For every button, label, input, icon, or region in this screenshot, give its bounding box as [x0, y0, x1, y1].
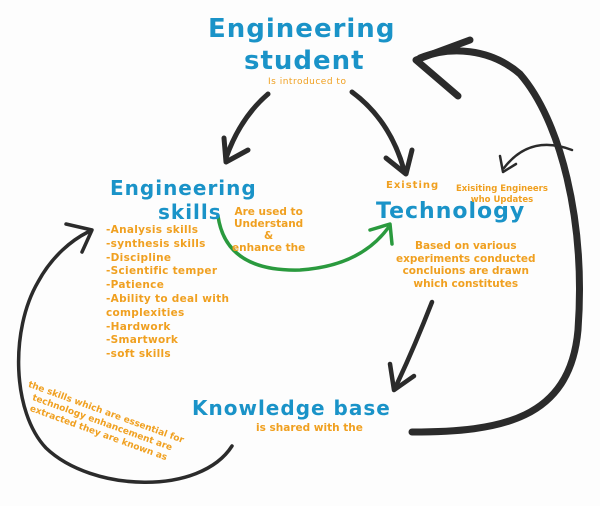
skill-item: -Ability to deal with [106, 292, 230, 305]
label-technology-to-knowledge: Based on various experiments conducted c… [396, 240, 536, 290]
skills-title-line2: skills [158, 200, 222, 224]
arrow-student-to-skills [223, 91, 271, 161]
label-line: Based on various [414, 240, 517, 252]
arrow-engineers-to-technology [502, 143, 574, 170]
skill-item: -Hardwork [106, 320, 171, 333]
skill-item: -Smartwork [106, 334, 179, 347]
skill-item: -Patience [106, 279, 165, 292]
student-title-line1: Engineering [208, 14, 396, 44]
label-line: which constitutes [413, 277, 519, 290]
technology-title: Technology [376, 199, 526, 224]
arrowhead-student-to-skills [221, 135, 251, 165]
label-line: enhance the [232, 242, 306, 254]
arrow-knowledge-to-student [408, 47, 583, 436]
label-line: Exisiting Engineers [456, 184, 548, 194]
label-line: Are used to [234, 206, 303, 218]
arrow-knowledge-to-skills [16, 230, 234, 484]
skills-list: -Analysis skills -synthesis skills -Disc… [106, 224, 229, 362]
skill-item: -soft skills [106, 348, 171, 361]
label-existing-engineers: Exisiting Engineers who Updates [456, 184, 548, 206]
arrow-technology-to-knowledge [393, 299, 435, 389]
arrowhead-engineers-to-technology [498, 154, 518, 174]
label-line: concluions are drawn [402, 265, 529, 277]
skill-item: -Scientific temper [106, 265, 218, 278]
skills-title-line1: Engineering [110, 176, 257, 200]
student-caption: Is introduced to [268, 77, 347, 87]
skill-item: -Analysis skills [106, 224, 199, 236]
knowledge-title: Knowledge base [192, 396, 391, 420]
arrow-student-to-technology [349, 89, 407, 173]
arrowhead-student-to-technology [383, 147, 415, 177]
knowledge-caption: is shared with the [256, 422, 363, 434]
arrow-skills-to-technology [216, 214, 390, 272]
arrowhead-technology-to-knowledge [387, 361, 417, 393]
arrowhead-knowledge-to-skills [64, 222, 94, 254]
label-line: Understand [234, 218, 304, 230]
skill-item: complexities [106, 306, 185, 319]
student-title-line2: student [244, 46, 365, 76]
label-line: who Updates [470, 195, 534, 205]
skill-item: -Discipline [106, 251, 172, 264]
label-skills-to-technology: Are used to Understand & enhance the [232, 206, 305, 254]
skill-item: -synthesis skills [106, 237, 206, 250]
label-line: & [264, 230, 274, 242]
label-line: experiments conducted [396, 252, 536, 265]
technology-prefix: Existing [386, 180, 440, 191]
arrowhead-skills-to-technology [368, 222, 394, 246]
arrowhead-knowledge-to-student [412, 36, 474, 100]
